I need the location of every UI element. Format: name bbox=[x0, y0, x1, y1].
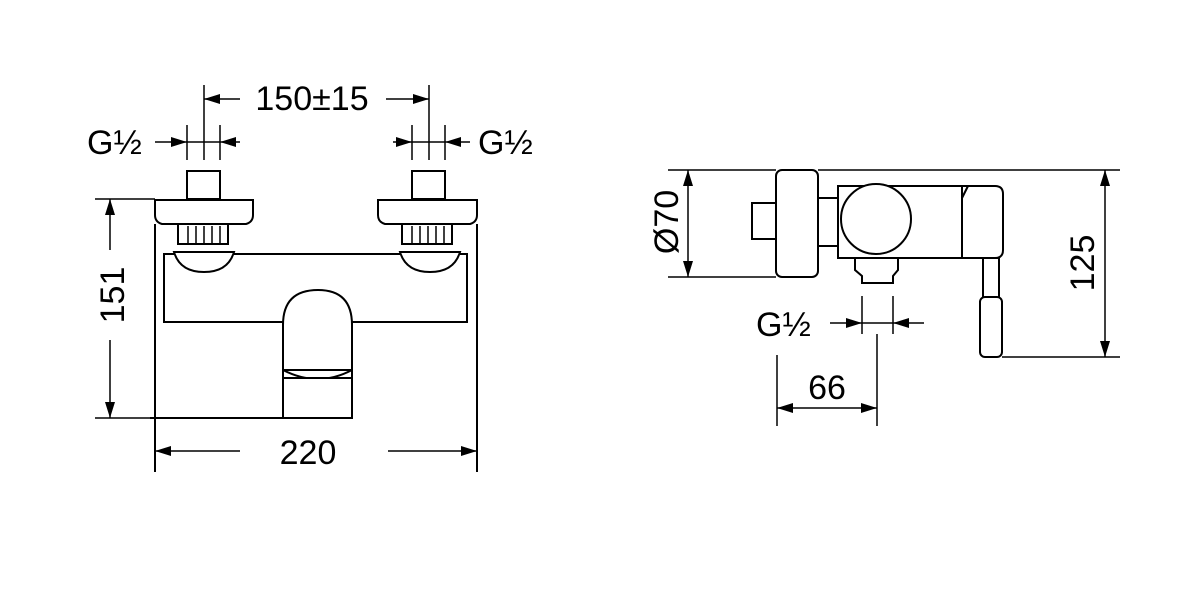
side-cartridge bbox=[840, 183, 912, 255]
right-flange bbox=[377, 199, 478, 225]
dim-thread-right: G½ bbox=[393, 124, 533, 162]
dim-side-height-label: 125 bbox=[1064, 235, 1102, 292]
right-inlet-stub bbox=[411, 170, 446, 200]
front-view: 150±15 G½ G½ 151 bbox=[87, 80, 533, 472]
dim-thread-left-label: G½ bbox=[87, 124, 142, 162]
right-nut bbox=[398, 251, 462, 274]
left-flange bbox=[154, 199, 254, 225]
dim-thread-left: G½ bbox=[87, 124, 240, 162]
dim-diameter: Ø70 bbox=[648, 169, 776, 278]
dim-center-distance: 150±15 bbox=[203, 80, 430, 160]
side-outlet bbox=[854, 257, 899, 284]
dim-height-label: 151 bbox=[94, 267, 132, 324]
lever-stem bbox=[982, 257, 1000, 299]
right-connector bbox=[401, 223, 453, 245]
spout-outlet bbox=[282, 377, 353, 419]
left-connector bbox=[177, 223, 229, 245]
spout-neck bbox=[282, 288, 353, 371]
side-flange bbox=[775, 169, 819, 278]
dim-width-label: 220 bbox=[280, 434, 337, 472]
dim-outlet-offset: 66 bbox=[776, 334, 878, 426]
dim-width: 220 bbox=[154, 224, 478, 472]
dim-diameter-label: Ø70 bbox=[648, 190, 686, 254]
dim-side-thread-label: G½ bbox=[756, 306, 811, 344]
dim-thread-right-label: G½ bbox=[478, 124, 533, 162]
side-view: Ø70 125 G½ 66 bbox=[648, 169, 1120, 426]
dim-center-distance-label: 150±15 bbox=[255, 80, 368, 118]
wall-connector bbox=[751, 202, 778, 240]
left-inlet-stub bbox=[186, 170, 221, 200]
left-nut bbox=[172, 251, 236, 274]
dim-height: 151 bbox=[94, 198, 155, 419]
dim-side-height: 125 bbox=[818, 169, 1120, 358]
dim-side-thread: G½ bbox=[756, 296, 924, 344]
lever-grip bbox=[979, 296, 1003, 358]
lever-housing bbox=[961, 185, 1004, 259]
dim-outlet-offset-label: 66 bbox=[808, 369, 846, 407]
